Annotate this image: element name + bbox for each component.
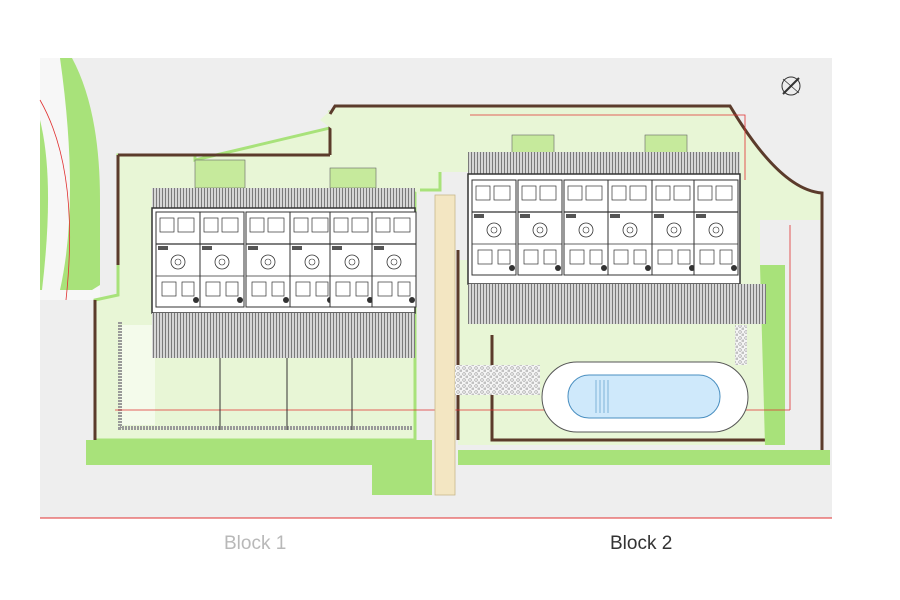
block1-building bbox=[151, 159, 417, 430]
gravel-strip bbox=[455, 365, 540, 395]
swimming-pool bbox=[541, 361, 749, 433]
block2-building bbox=[467, 134, 766, 324]
north-arrow-icon bbox=[781, 76, 801, 96]
central-path bbox=[434, 194, 456, 496]
block2-label: Block 2 bbox=[610, 533, 673, 554]
block1-label: Block 1 bbox=[224, 533, 287, 554]
